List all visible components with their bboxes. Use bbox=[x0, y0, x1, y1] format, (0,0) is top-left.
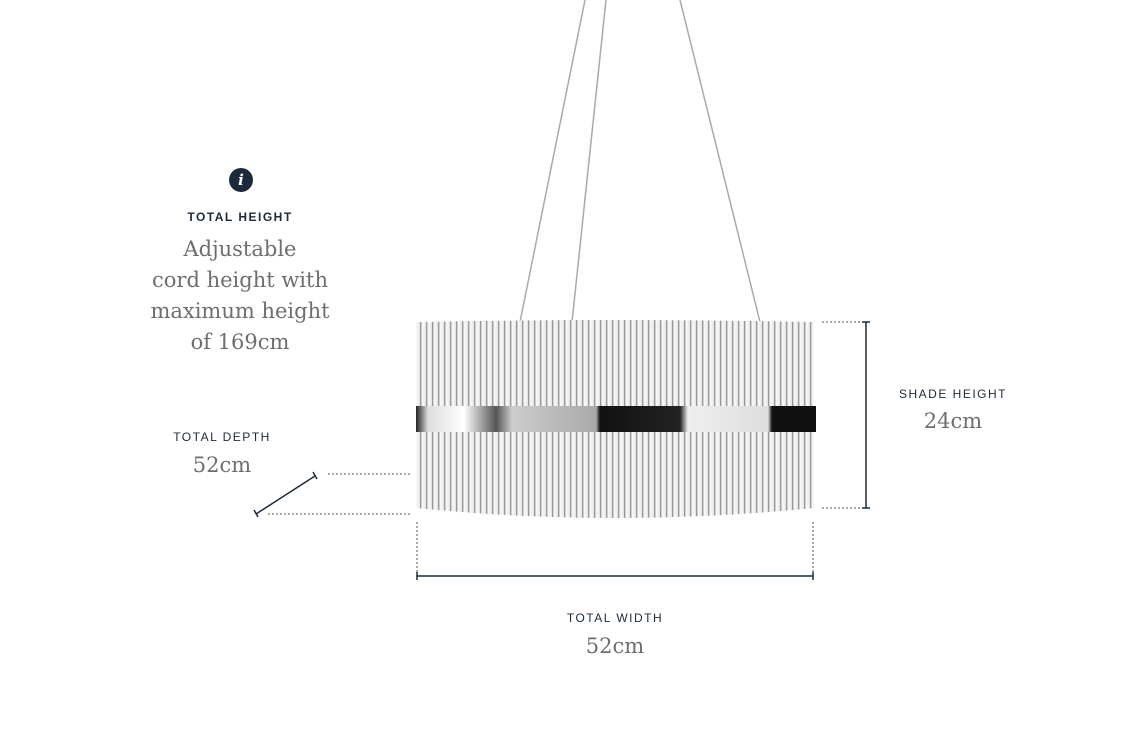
description-line: maximum height bbox=[150, 299, 330, 323]
dimension-lines bbox=[253, 321, 870, 580]
description-line: Adjustable bbox=[183, 237, 297, 261]
description-line: of 169cm bbox=[190, 330, 290, 354]
description-line: cord height with bbox=[152, 268, 328, 292]
cords bbox=[519, 0, 761, 323]
total-depth-value: 52cm bbox=[192, 453, 252, 477]
total-height-description: Adjustable cord height with maximum heig… bbox=[120, 234, 360, 358]
info-icon[interactable]: i bbox=[229, 168, 253, 192]
guide-lines bbox=[268, 321, 862, 572]
total-width-value: 52cm bbox=[585, 634, 645, 658]
shade-height-value: 24cm bbox=[923, 409, 983, 433]
depth-line bbox=[255, 475, 316, 515]
total-width-label: TOTAL WIDTH bbox=[566, 611, 664, 625]
total-depth-label: TOTAL DEPTH bbox=[173, 430, 271, 444]
shade-height-label: SHADE HEIGHT bbox=[898, 387, 1008, 401]
total-height-label: TOTAL HEIGHT bbox=[187, 210, 293, 224]
chrome-band bbox=[416, 406, 816, 432]
